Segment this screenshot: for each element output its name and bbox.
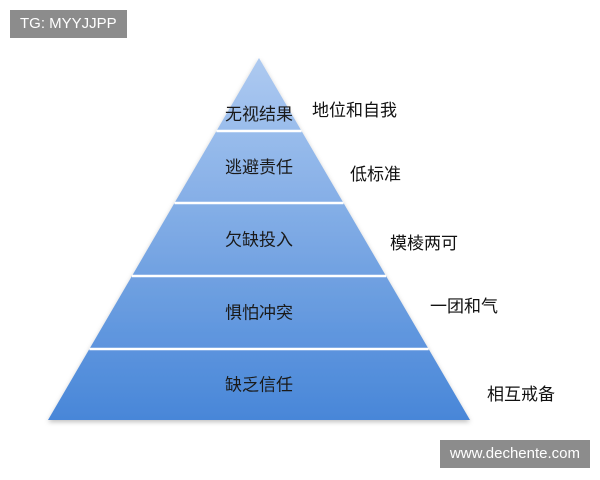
tier-label-2: 逃避责任 xyxy=(225,158,293,178)
tier-note-1: 地位和自我 xyxy=(312,101,397,121)
watermark-top: TG: MYYJJPP xyxy=(10,10,127,38)
tier-note-2: 低标准 xyxy=(350,165,401,185)
tier-label-1: 无视结果 xyxy=(225,105,293,125)
tier-label-3: 欠缺投入 xyxy=(225,231,293,251)
pyramid-body xyxy=(48,58,470,420)
tier-label-4: 惧怕冲突 xyxy=(225,304,293,324)
pyramid-tier-4 xyxy=(89,276,429,349)
pyramid-tier-2 xyxy=(174,131,344,203)
tier-note-4: 一团和气 xyxy=(430,297,498,317)
pyramid-tier-5 xyxy=(48,349,470,420)
pyramid-tier-3 xyxy=(131,203,387,276)
tier-label-5: 缺乏信任 xyxy=(225,376,293,396)
tier-note-5: 相互戒备 xyxy=(487,385,555,405)
watermark-bottom: www.dechente.com xyxy=(439,440,590,468)
tier-note-3: 模棱两可 xyxy=(390,234,458,254)
pyramid-tier-1 xyxy=(216,58,302,131)
